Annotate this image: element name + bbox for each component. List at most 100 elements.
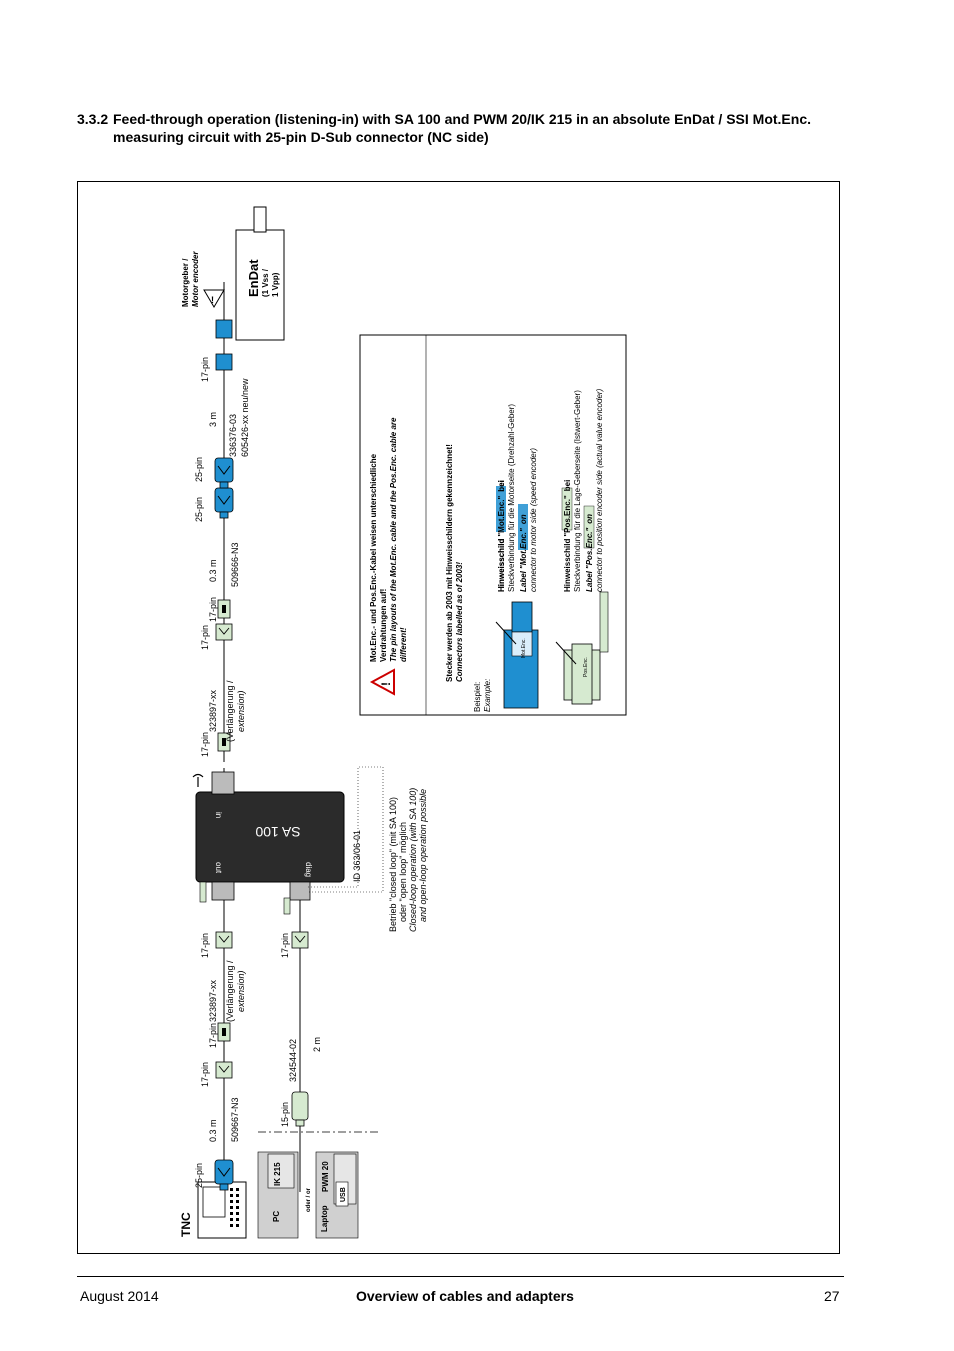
bei-pos: bei [563, 480, 572, 492]
pos-enc-q-2: "Pos.Enc." [585, 528, 594, 570]
footer-rule [77, 1276, 844, 1277]
cable-diagram: TNC 25-pin 0.3 m 509667-N3 17-pin 17-pin… [179, 206, 627, 1239]
sa100-box [195, 791, 345, 883]
motorgeber-label: Motorgeber / [181, 258, 190, 307]
label-324544: 324544-02 [288, 1039, 298, 1082]
beispiel-label: Beispiel: [473, 682, 482, 712]
label-extension-en-a: extension) [236, 970, 246, 1012]
plug-17pin-f [217, 599, 231, 619]
on-pos: on [585, 514, 594, 524]
sa100-diag-label: diag [304, 862, 313, 877]
connector-25pin-a [214, 487, 234, 519]
label-en-pos: Label [585, 570, 594, 592]
label-17pin-b: 17-pin [208, 1023, 218, 1048]
mot-de: Steckverbindung für die Motorseite (Dreh… [507, 404, 516, 592]
mot-en: connector to motor side (speed encoder) [529, 448, 538, 592]
warn-line-4: different! [399, 627, 408, 662]
sa100-diag-port [289, 881, 311, 901]
label-extension-en-b: extension) [236, 690, 246, 732]
label-extension-de-b: (Verlängerung / [225, 680, 235, 742]
endat-label: EnDat [246, 259, 261, 297]
section-title-line1: Feed-through operation (listening-in) wi… [113, 111, 811, 127]
motor-encoder-label: Motor encoder [191, 251, 200, 307]
ik215-label: IK 215 [273, 1162, 282, 1186]
footer-page: 27 [824, 1288, 840, 1304]
loop-en-1: Closed-loop operation (with SA 100) [408, 788, 418, 932]
label-en-mot: Label [519, 570, 528, 592]
warn-line-3: The pin layouts of the Mot.Enc. cable an… [389, 417, 398, 662]
svg-text:Label"Mot.Enc."on: Label"Mot.Enc." on [519, 514, 528, 592]
motor-encoder-box [235, 229, 285, 341]
usb-label: USB [340, 1187, 347, 1202]
connector-15pin [291, 1091, 309, 1121]
label-len-03m-b: 0.3 m [208, 559, 218, 582]
tnc-icon [197, 1181, 247, 1239]
label-15pin: 15-pin [280, 1102, 290, 1127]
label-17pin-a: 17-pin [200, 1062, 210, 1087]
label-323897-b: 323897-xx [208, 689, 218, 732]
hinweis-mot: Hinweisschild [497, 539, 506, 592]
label-605426: 605426-xx neu/new [240, 378, 250, 457]
label-25pin-b: 25-pin [194, 457, 204, 482]
label-17pin-diag: 17-pin [280, 933, 290, 958]
connector-17pin-c [215, 931, 233, 949]
sa100-id: ID 363/06-01 [352, 830, 362, 882]
section-number: 3.3.2 [77, 111, 109, 127]
label-len-2m: 2 m [312, 1037, 322, 1052]
footer-title: Overview of cables and adapters [356, 1288, 574, 1304]
mot-enc-q-2: "Mot.Enc." [519, 528, 528, 569]
endat-sub-1: (1 Vss / [261, 268, 270, 297]
loop-en-2: and open-loop operation possible [418, 789, 428, 922]
label-17pin-d: 17-pin [200, 732, 210, 757]
label-len-3m: 3 m [208, 412, 218, 427]
svg-text:Label"Pos.Enc."on: Label"Pos.Enc." on [585, 514, 594, 592]
plug-17pin-b [217, 1022, 231, 1042]
tnc-label: TNC [179, 1212, 193, 1237]
on-mot: on [519, 514, 528, 524]
warn-line-1: Mot.Enc.- und Pos.Enc.-Kabel weisen unte… [369, 453, 378, 662]
note-de: Stecker werden ab 2003 mit Hinweisschild… [445, 444, 454, 682]
sa100-in-label: in [214, 812, 223, 818]
label-509666: 509666-N3 [230, 542, 240, 587]
svg-text:!: ! [379, 682, 393, 686]
label-323897-a: 323897-xx [208, 979, 218, 1022]
label-extension-de-a: (Verlängerung / [225, 960, 235, 1022]
sa100-label: SA 100 [255, 824, 300, 840]
svg-text:Hinweisschild"Pos.Enc."bei: Hinweisschild "Pos.Enc." bei [563, 480, 572, 592]
pos-en: connector to position encoder side (actu… [595, 388, 604, 592]
usb-box [335, 1181, 349, 1207]
label-509667: 509667-N3 [230, 1097, 240, 1142]
label-17pin-e: 17-pin [200, 625, 210, 650]
note-en: Connectors labelled as of 2003! [455, 562, 464, 682]
label-25pin-a: 25-pin [194, 497, 204, 522]
svg-text:Hinweisschild"Mot.Enc."bei: Hinweisschild"Mot.Enc."bei [497, 480, 506, 592]
bei-mot: bei [497, 480, 506, 492]
warn-line-2: Verdrahtungen auf! [379, 589, 388, 662]
label-len-03m-a: 0.3 m [208, 1119, 218, 1142]
label-25pin-nc: 25-pin [194, 1163, 204, 1188]
oder-or-label: oder / or [306, 1187, 312, 1212]
warning-icon [369, 668, 395, 696]
endat-sub-2: 1 Vpp) [271, 272, 280, 297]
connector-17pin-a [215, 1061, 233, 1079]
loop-de-2: oder "open loop" möglich [398, 822, 408, 922]
pos-enc-q-1: "Pos.Enc." [563, 495, 572, 537]
laptop-label: Laptop [320, 1205, 329, 1232]
wrench-icon [192, 773, 204, 787]
section-title-line2: measuring circuit with 25-pin D-Sub conn… [113, 129, 489, 145]
connector-17pin-e [215, 623, 233, 641]
hinweis-pos: Hinweisschild [563, 539, 572, 592]
pos-de: Steckverbindung für die Lage-Geberseite … [573, 390, 582, 592]
svg-text:!: ! [211, 295, 214, 305]
loop-de-1: Betrieb "closed loop" (mit SA 100) [388, 797, 398, 932]
sa100-out-label: out [214, 862, 223, 874]
pos-enc-tag: Pos.Enc. [583, 657, 589, 677]
label-17pin-c: 17-pin [200, 933, 210, 958]
mot-enc-tag: Mot.Enc. [521, 638, 527, 658]
footer-date: August 2014 [80, 1288, 159, 1304]
sa100-in-port [211, 771, 235, 795]
pc-label: PC [272, 1211, 281, 1222]
pwm20-label: PWM 20 [321, 1161, 330, 1192]
example-label: Example: [483, 679, 492, 712]
